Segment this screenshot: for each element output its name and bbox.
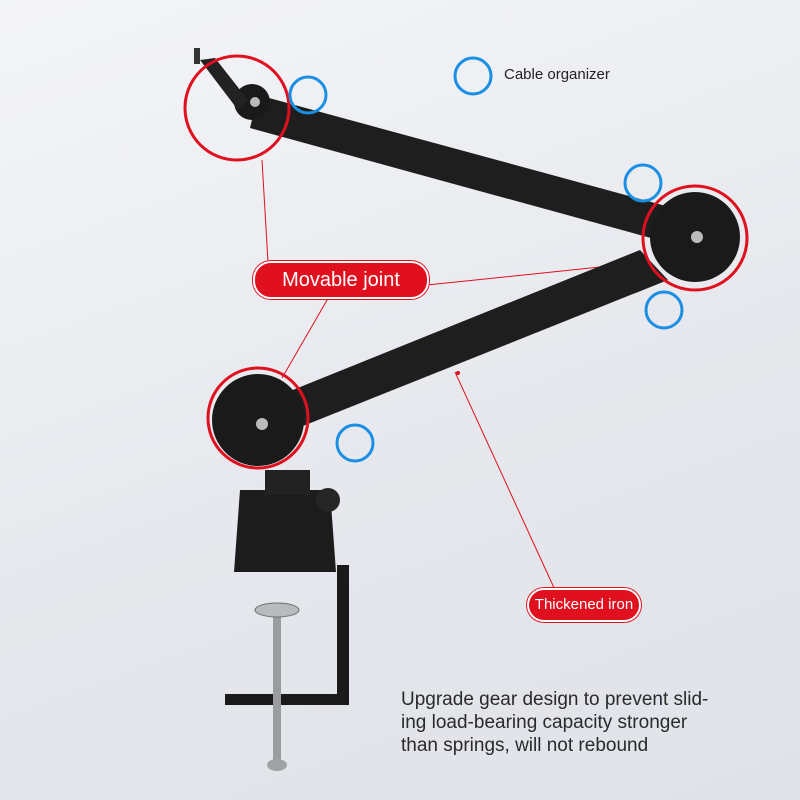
cable-organizer-highlights: [288, 56, 684, 463]
legend-label: Cable organizer: [504, 66, 610, 83]
leader-lines: [261, 159, 649, 591]
thickened-iron-callout: Thickened iron: [527, 588, 641, 622]
description-line: than springs, will not rebound: [401, 735, 649, 756]
joint-highlights: [183, 54, 749, 470]
description-line: ing load-bearing capacity stronger: [401, 712, 688, 733]
movable-joint-callout: Movable joint: [253, 261, 429, 299]
desk-clamp: [225, 470, 349, 771]
arms: [248, 95, 688, 440]
description-line: Upgrade gear design to prevent slid-: [401, 689, 709, 710]
joints: [194, 48, 740, 466]
legend-circle-icon: [453, 56, 493, 96]
description: Upgrade gear design to prevent slid- ing…: [401, 688, 791, 757]
